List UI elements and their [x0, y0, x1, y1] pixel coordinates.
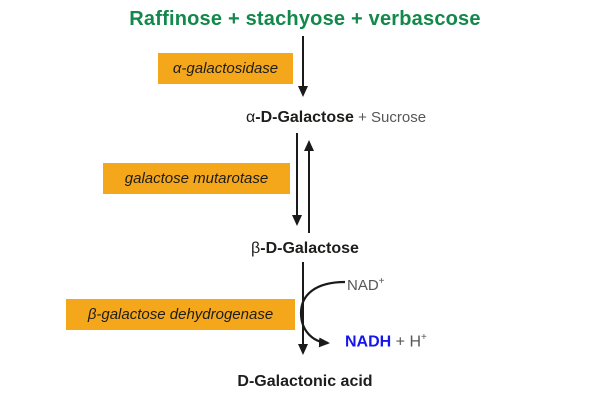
- nad-superscript-plus: +: [378, 276, 385, 287]
- h-text: H: [409, 333, 422, 351]
- cofactor-arc-arrow: [299, 280, 346, 348]
- enzyme-label-alpha-galactosidase: α-galactosidase: [158, 53, 293, 84]
- h-superscript-plus: +: [421, 332, 427, 343]
- compound-beta-d-galactose: β-D-Galactose: [0, 240, 610, 258]
- compound-d-galactonic-acid: D-Galactonic acid: [237, 373, 373, 390]
- greek-beta: β: [251, 240, 261, 257]
- compound-name: -D-Galactose: [255, 109, 354, 126]
- cofactor-nadh-h-plus: NADH + H+: [345, 332, 427, 351]
- byproduct-sucrose: + Sucrose: [353, 109, 427, 126]
- compound-name: -D-Galactose: [260, 240, 359, 257]
- enzyme-label-text: α-galactosidase: [172, 60, 279, 77]
- cofactor-nad-plus: NAD+: [347, 276, 385, 294]
- plus-sign: +: [391, 333, 410, 351]
- pathway-title: Raffinose + stachyose + verbascose: [129, 8, 481, 30]
- nadh-text: NADH: [345, 333, 392, 351]
- enzyme-label-beta-galactose-dehydrogenase: β-galactose dehydrogenase: [66, 299, 295, 330]
- enzyme-label-text: galactose mutarotase: [124, 170, 269, 187]
- greek-alpha: α: [246, 109, 256, 126]
- enzyme-label-galactose-mutarotase: galactose mutarotase: [103, 163, 290, 194]
- compound-alpha-d-galactose: α-D-Galactose + Sucrose: [246, 109, 426, 127]
- nad-text: NAD: [347, 277, 379, 294]
- enzyme-label-text: β-galactose dehydrogenase: [87, 306, 274, 323]
